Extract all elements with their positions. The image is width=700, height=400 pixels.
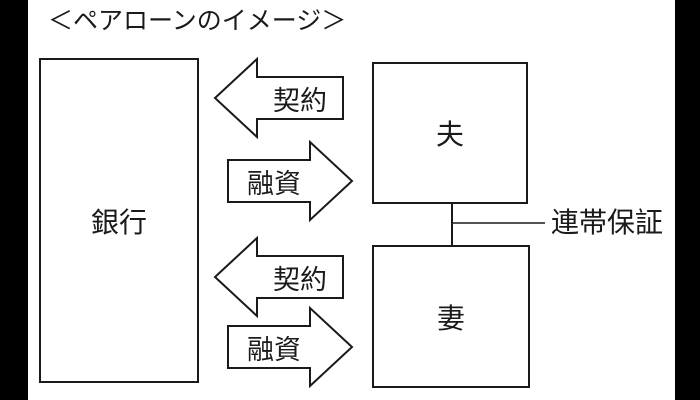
- husband-label: 夫: [435, 118, 464, 151]
- wife-label: 妻: [436, 301, 465, 335]
- loan-arrow-bottom-label: 融資: [247, 334, 301, 366]
- loan-arrow-top-shape: [227, 139, 354, 223]
- bank-box: 銀行: [39, 58, 199, 383]
- diagram-title: ＜ペアローンのイメージ＞: [48, 6, 347, 35]
- contract-arrow-top-label: 契約: [273, 85, 327, 117]
- loan-arrow-bottom-shape: [227, 305, 354, 389]
- letterbox-left: [0, 0, 28, 400]
- joint-guarantee-label: 連帯保証: [551, 206, 664, 239]
- husband-box: 夫: [372, 62, 528, 204]
- contract-arrow-bottom-label: 契約: [273, 264, 327, 296]
- contract-arrow-bottom-shape: [213, 235, 344, 319]
- bank-label: 銀行: [90, 205, 147, 239]
- loan-arrow-top-label: 融資: [247, 168, 301, 200]
- contract-arrow-top-shape: [213, 56, 344, 140]
- wife-box: 妻: [372, 245, 530, 388]
- letterbox-right: [675, 0, 700, 400]
